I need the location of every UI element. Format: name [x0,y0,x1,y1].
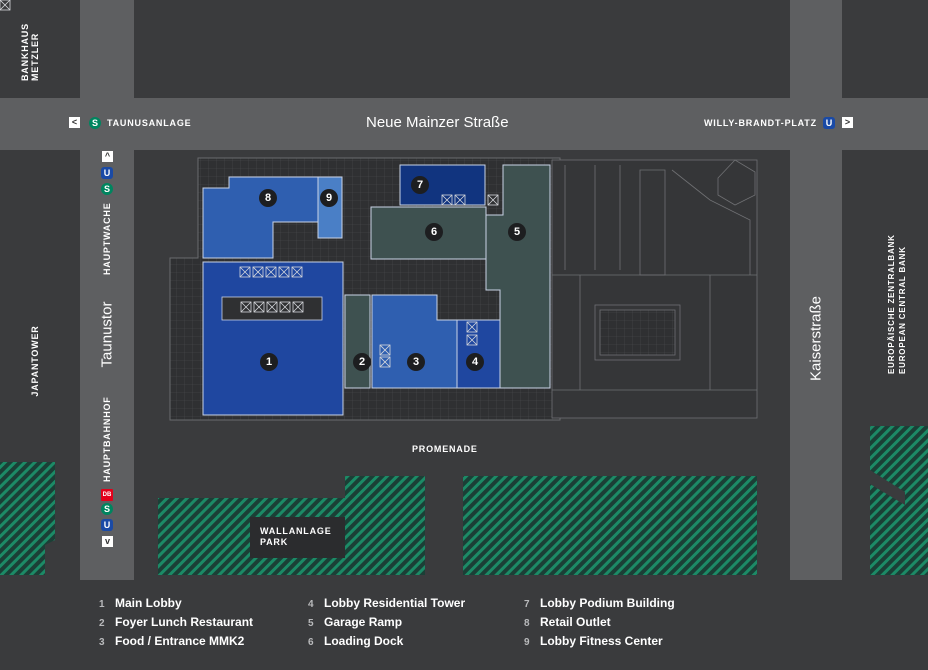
legend-item-main-lobby[interactable]: 1 Main Lobby [99,596,182,610]
label-promenade: PROMENADE [412,444,478,454]
legend-num: 1 [99,599,105,610]
legend-num: 4 [308,599,314,610]
marker-2[interactable]: 2 [353,353,371,371]
marker-5[interactable]: 5 [508,223,526,241]
legend: 1 Main Lobby 2 Foyer Lunch Restaurant 3 Foo… [0,580,928,670]
area-9-fitness-center[interactable] [317,176,343,239]
station-willy-brandt-platz[interactable]: WILLY-BRANDT-PLATZ [704,118,817,128]
area-2-foyer[interactable] [344,294,371,389]
park-center [463,476,757,575]
street-taunustor [80,0,134,580]
site-map: BANKHAUS METZLER JAPANTOWER EUROPÄISCHE … [0,0,928,580]
legend-label: Loading Dock [324,634,404,648]
label-bankhaus-line1: BANKHAUS [20,23,30,81]
elevator-symbols [0,0,499,368]
park-left [0,462,55,575]
label-japantower: JAPANTOWER [30,325,40,397]
marker-8[interactable]: 8 [259,189,277,207]
marker-1[interactable]: 1 [260,353,278,371]
legend-label: Main Lobby [115,596,182,610]
street-neue-mainzer [0,98,928,150]
legend-num: 7 [524,599,530,610]
street-label-neue-mainzer: Neue Mainzer Straße [366,114,509,131]
label-wallanlage-park: WALLANLAGE PARK [260,526,332,548]
s-bahn-icon: S [101,503,113,515]
marker-9[interactable]: 9 [320,189,338,207]
legend-label: Food / Entrance MMK2 [115,634,245,648]
park-label-box [250,517,345,558]
arrow-left-icon[interactable]: < [69,117,80,128]
label-ecb-line2: EUROPEAN CENTRAL BANK [898,246,907,374]
legend-item-loading-dock[interactable]: 6 Loading Dock [308,634,403,648]
label-park-line1: WALLANLAGE [260,526,332,536]
legend-item-retail-outlet[interactable]: 8 Retail Outlet [524,615,611,629]
label-bankhaus-line2: METZLER [30,32,40,81]
legend-item-fitness-center[interactable]: 9 Lobby Fitness Center [524,634,663,648]
legend-item-foyer-lunch[interactable]: 2 Foyer Lunch Restaurant [99,615,253,629]
marker-4[interactable]: 4 [466,353,484,371]
promenade-strip [134,430,790,475]
s-bahn-icon: S [89,117,101,129]
s-bahn-icon: S [101,183,113,195]
marker-3[interactable]: 3 [407,353,425,371]
label-european-central-bank: EUROPÄISCHE ZENTRALBANK EUROPEAN CENTRAL… [886,234,908,374]
street-kaiserstrasse [790,0,842,580]
area-1-main-lobby[interactable] [202,261,344,416]
legend-item-residential-lobby[interactable]: 4 Lobby Residential Tower [308,596,465,610]
legend-item-food-entrance[interactable]: 3 Food / Entrance MMK2 [99,634,244,648]
legend-num: 5 [308,618,314,629]
street-label-kaiserstrasse: Kaiserstraße [807,295,825,382]
park-right [870,426,928,575]
label-ecb-line1: EUROPÄISCHE ZENTRALBANK [887,234,896,374]
legend-label: Lobby Fitness Center [540,634,663,648]
street-label-taunustor: Taunustor [98,301,116,368]
legend-label: Garage Ramp [324,615,403,629]
legend-item-podium-lobby[interactable]: 7 Lobby Podium Building [524,596,675,610]
historic-building [551,159,758,419]
legend-num: 9 [524,637,530,648]
legend-num: 2 [99,618,105,629]
legend-item-garage-ramp[interactable]: 5 Garage Ramp [308,615,402,629]
area-5-garage-ramp[interactable] [485,164,551,389]
legend-label: Foyer Lunch Restaurant [115,615,254,629]
arrow-up-icon[interactable]: ^ [102,151,113,162]
elevator-core-1 [221,296,323,321]
arrow-right-icon[interactable]: > [842,117,853,128]
legend-num: 6 [308,637,314,648]
u-bahn-icon: U [101,167,113,179]
u-bahn-icon: U [823,117,835,129]
marker-7[interactable]: 7 [411,176,429,194]
legend-num: 8 [524,618,530,629]
label-park-line2: PARK [260,537,289,547]
label-bankhaus-metzler: BANKHAUS METZLER [20,23,40,81]
marker-6[interactable]: 6 [425,223,443,241]
arrow-down-icon[interactable]: v [102,536,113,547]
u-bahn-icon: U [101,519,113,531]
db-rail-icon: DB [101,489,113,501]
station-taunusanlage[interactable]: TAUNUSANLAGE [107,118,192,128]
station-hauptbahnhof[interactable]: HAUPTBAHNHOF [102,396,112,482]
legend-num: 3 [99,637,105,648]
station-hauptwache[interactable]: HAUPTWACHE [102,202,112,276]
legend-label: Lobby Podium Building [540,596,675,610]
legend-label: Lobby Residential Tower [324,596,466,610]
legend-label: Retail Outlet [540,615,611,629]
map-canvas [0,0,928,580]
